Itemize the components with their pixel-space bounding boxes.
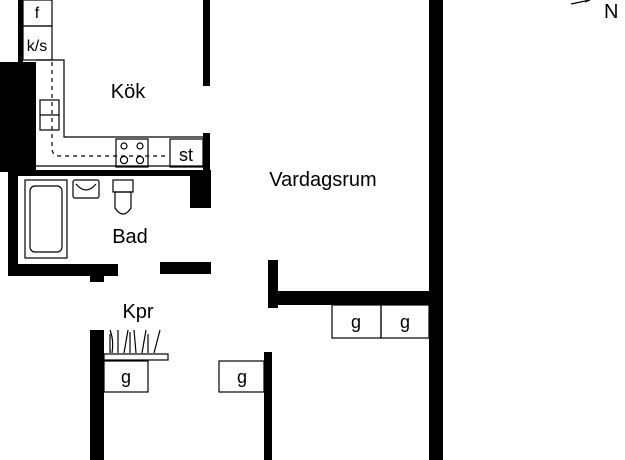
washbasin-bowl — [75, 183, 97, 191]
wardrobe-label-2: g — [400, 312, 410, 332]
bathroom-label: Bad — [112, 226, 148, 248]
wardrobe-label-3: g — [121, 367, 131, 387]
stove-cabinet-box — [169, 138, 204, 168]
kitchen-fixtures — [22, 0, 204, 168]
wall-kitchen-left-top — [18, 0, 23, 62]
wardrobe-box-3 — [103, 360, 149, 393]
wall-wardrobe-left — [268, 260, 278, 308]
closet-shelf — [103, 353, 169, 361]
stove-top — [115, 138, 149, 168]
stove-label: st — [179, 145, 193, 165]
hob-4 — [135, 155, 145, 165]
wall-corridor-right — [264, 352, 272, 460]
wardrobe-box-2 — [380, 304, 430, 339]
kitchen-label: Kök — [111, 81, 146, 103]
toilet-tank — [112, 179, 134, 193]
closet-rail — [109, 329, 161, 354]
labels: f k/s Kök st Vardagsrum Bad Kpr g g g g … — [27, 1, 619, 387]
wall-bath-bottom-right — [160, 262, 211, 274]
wall-wardrobe-row — [268, 291, 443, 305]
freezer-label: f — [35, 5, 40, 22]
toilet-bowl — [114, 191, 132, 215]
wardrobe-box-4 — [218, 360, 265, 393]
wardrobes — [103, 304, 430, 393]
closet-fixtures — [103, 329, 169, 361]
wall-bath-right — [190, 170, 211, 208]
bath-fixtures — [24, 179, 134, 259]
wall-kitchen-exterior — [0, 62, 36, 172]
wall-bath-door-jamb-left — [90, 264, 104, 282]
wall-kitchen-right-top — [203, 0, 210, 86]
wardrobe-label-4: g — [237, 367, 247, 387]
living-room-label: Vardagsrum — [269, 169, 376, 191]
hob-1 — [120, 142, 128, 150]
bathtub-inner — [29, 185, 63, 253]
wall-bath-left — [8, 170, 18, 276]
wardrobe-label-1: g — [351, 312, 361, 332]
hob-3 — [119, 155, 129, 165]
kitchen-counter — [36, 59, 203, 167]
walls — [0, 0, 443, 460]
bathtub — [24, 179, 68, 259]
compass-arrow-icon — [570, 0, 591, 5]
hob-2 — [136, 142, 144, 150]
wall-kitchen-bath — [8, 170, 211, 176]
wall-living-right — [429, 0, 443, 460]
closet-label: Kpr — [122, 301, 153, 323]
washbasin — [72, 179, 100, 199]
compass-north-label: N — [604, 1, 618, 23]
worktop-dashed-line — [51, 62, 168, 157]
wall-kitchen-right-bottom — [203, 133, 210, 173]
wall-corridor-left — [90, 330, 104, 460]
fridge-freezer-label: k/s — [27, 38, 47, 55]
